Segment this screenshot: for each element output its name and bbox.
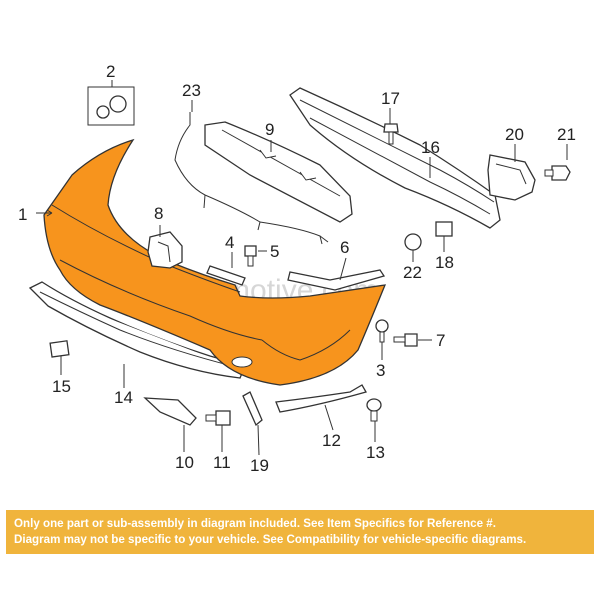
clip-2-a [96, 105, 110, 119]
callout-2: 2 [106, 62, 115, 81]
bumper-corner [261, 329, 351, 361]
bracket-12 [275, 384, 367, 413]
callout-7: 7 [436, 331, 445, 350]
clip-18 [435, 221, 453, 237]
bracket-4 [206, 265, 246, 286]
callout-3: 3 [376, 361, 385, 380]
callout-13: 13 [366, 443, 385, 462]
bracket-20 [487, 154, 536, 201]
screw-11 [215, 410, 231, 426]
callout-20: 20 [505, 125, 524, 144]
callout-23: 23 [182, 81, 201, 100]
notice-line-1: Only one part or sub-assembly in diagram… [14, 517, 496, 530]
callout-6: 6 [340, 238, 349, 257]
callout-21: 21 [557, 125, 576, 144]
nut-22 [404, 233, 422, 251]
bolt-13 [366, 398, 382, 412]
callout-14: 14 [114, 388, 133, 407]
callout-1: 1 [18, 205, 27, 224]
callout-11: 11 [213, 453, 231, 472]
bumper-cover [43, 138, 387, 386]
callout-15: 15 [52, 377, 71, 396]
bracket-10 [143, 397, 197, 426]
screw-17 [383, 123, 399, 133]
compatibility-notice: Only one part or sub-assembly in diagram… [6, 510, 594, 554]
callout-12: 12 [322, 431, 341, 450]
bolt-3 [375, 319, 389, 333]
callout-4: 4 [225, 233, 234, 252]
clip-2-b [109, 95, 127, 113]
callout-22: 22 [403, 263, 422, 282]
clip-15 [49, 340, 70, 358]
screw-5 [244, 245, 257, 257]
lower-valance-inner [39, 291, 233, 367]
callout-8: 8 [154, 204, 163, 223]
clip-2-frame [87, 86, 135, 126]
callout-19: 19 [250, 456, 269, 475]
callout-17: 17 [381, 89, 400, 108]
callout-16: 16 [421, 138, 440, 157]
bumper-lower-edge [59, 259, 263, 341]
energy-absorber [204, 121, 353, 223]
callout-10: 10 [175, 453, 194, 472]
reinforcement-bar [289, 87, 501, 229]
parts-diagram: Partsmotive.com [18, 62, 576, 475]
callout-9: 9 [265, 120, 274, 139]
screw-7 [404, 333, 418, 347]
callout-18: 18 [435, 253, 454, 272]
notice-line-2: Diagram may not be specific to your vehi… [14, 533, 527, 546]
reflector [231, 356, 253, 368]
bolt-21 [551, 165, 571, 181]
retainer-6 [287, 269, 386, 291]
callout-5: 5 [270, 242, 279, 261]
bracket-19 [242, 391, 263, 427]
